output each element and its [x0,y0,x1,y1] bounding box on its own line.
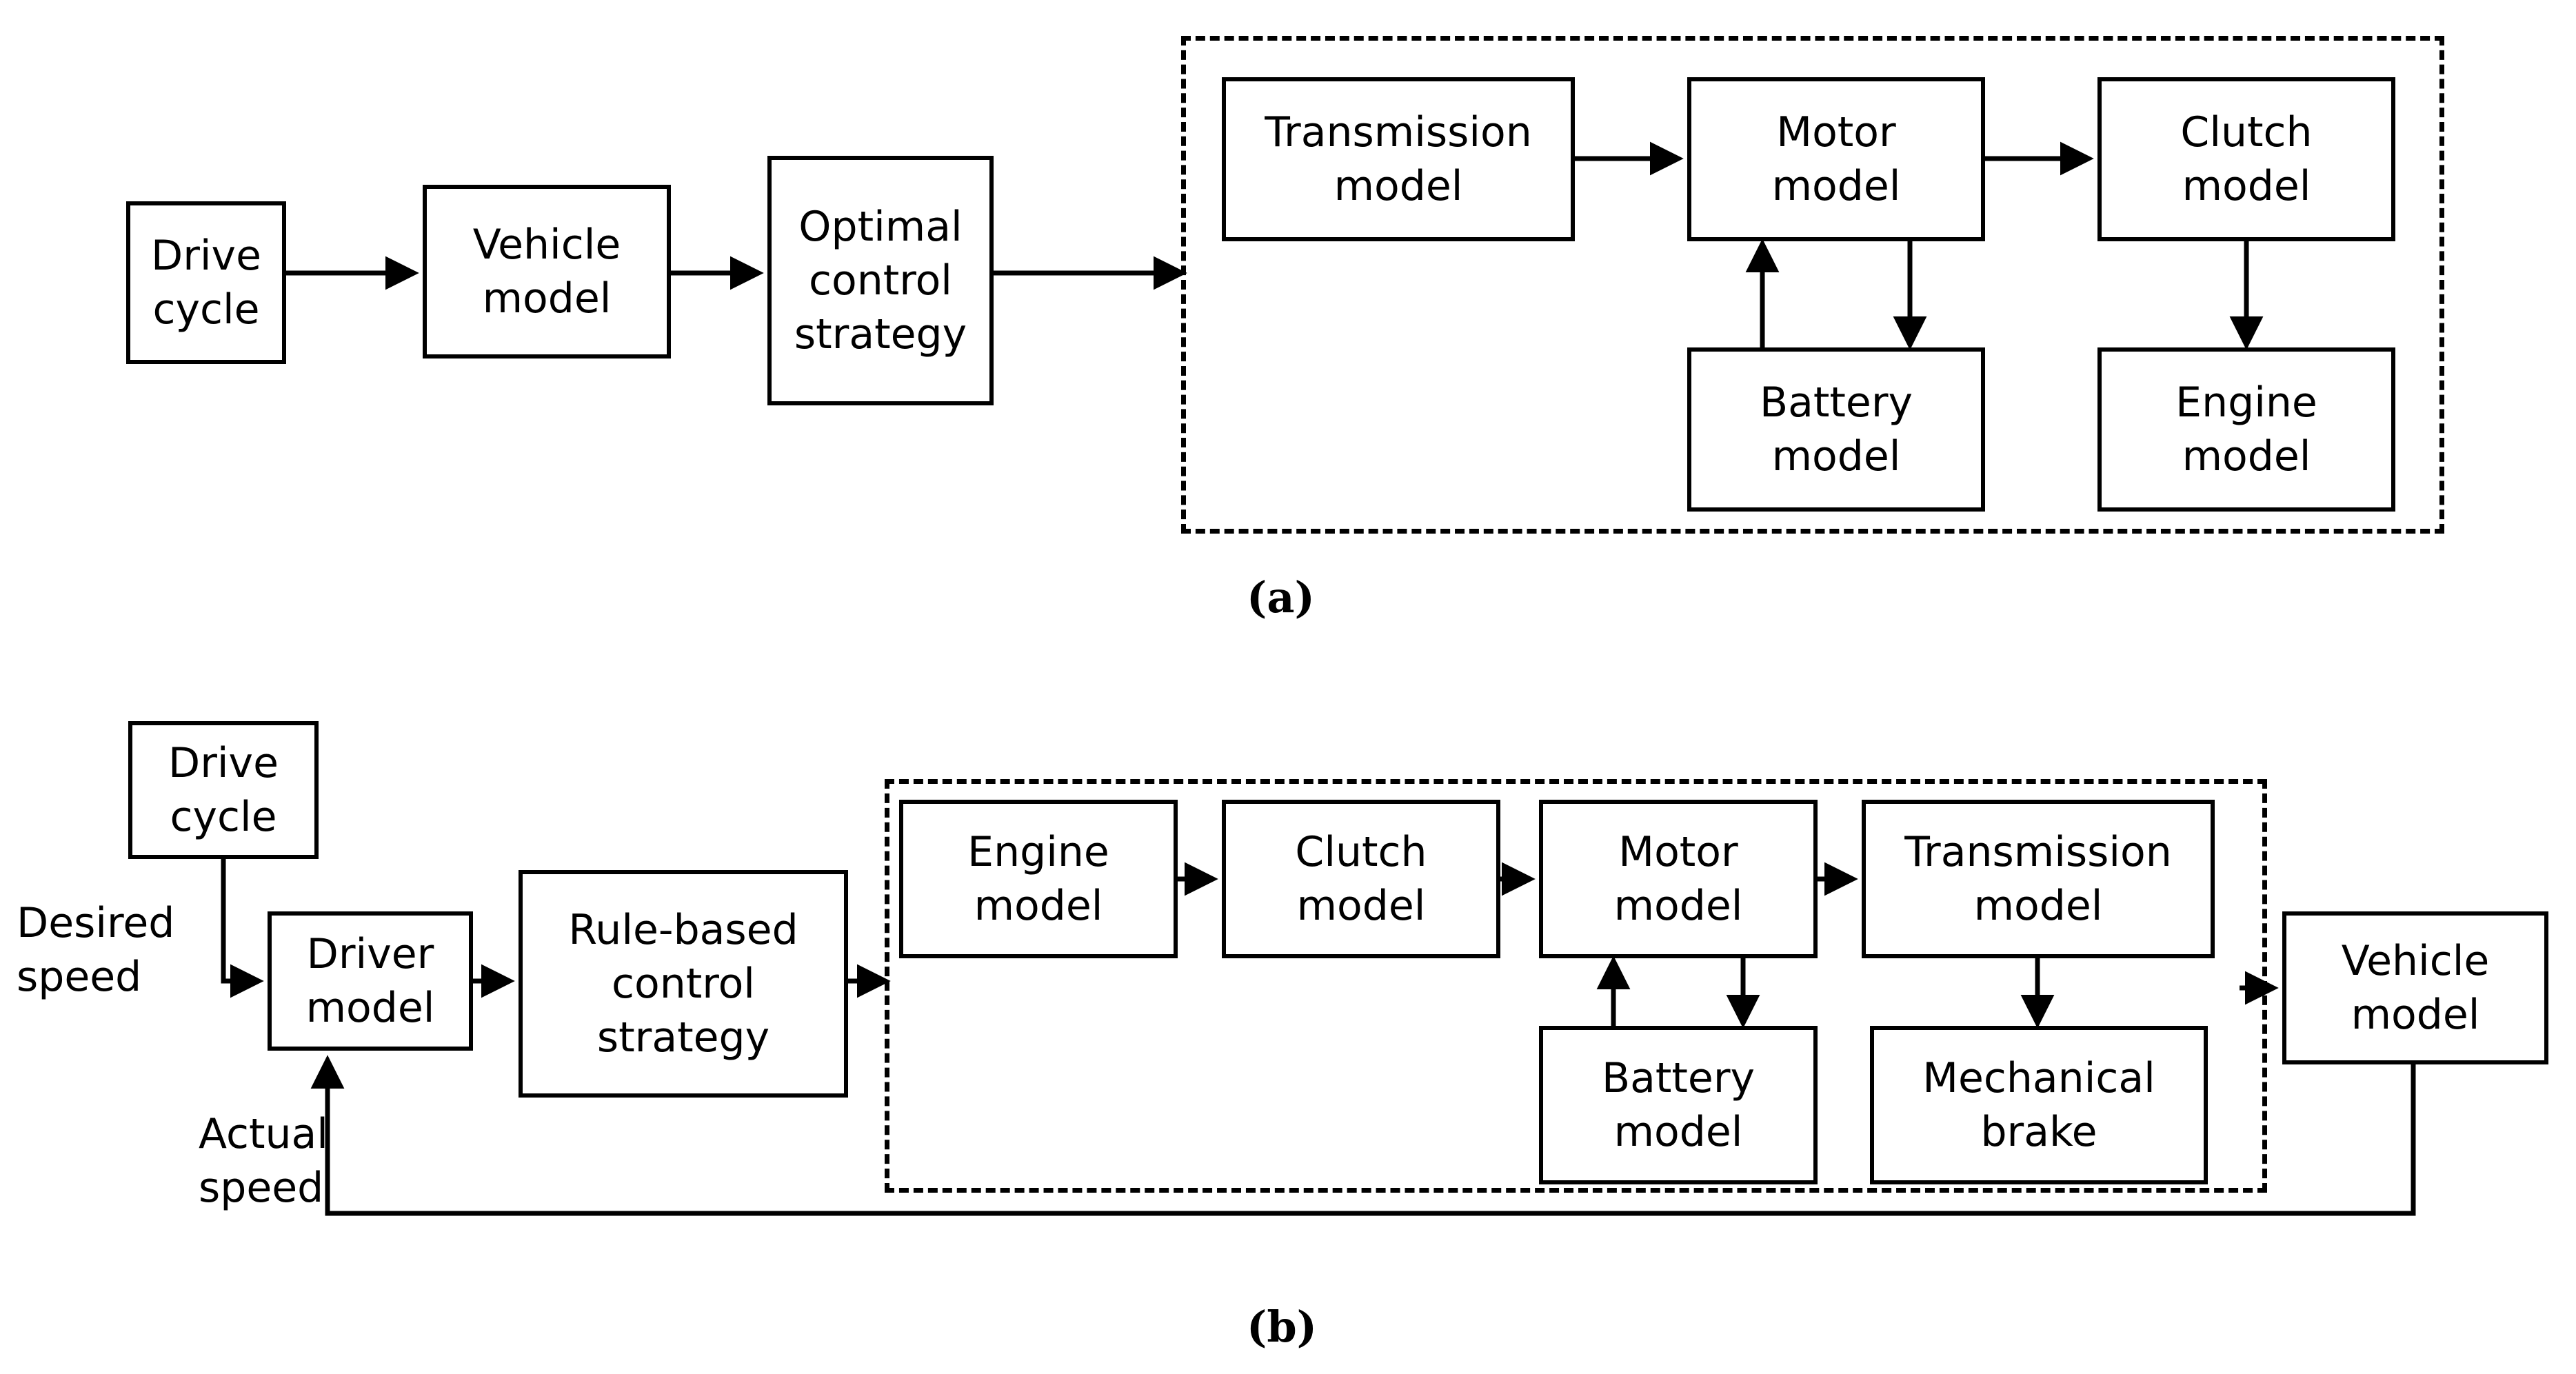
block-clutch-model-a[interactable]: Clutch model [2097,77,2395,241]
block-vehicle-model-b[interactable]: Vehicle model [2282,911,2548,1064]
block-mechanical-brake-b[interactable]: Mechanical brake [1870,1026,2208,1184]
block-optimal-control-strategy-a[interactable]: Optimal control strategy [767,156,994,405]
block-motor-model-a[interactable]: Motor model [1687,77,1985,241]
block-engine-model-a[interactable]: Engine model [2097,347,2395,512]
block-transmission-model-a[interactable]: Transmission model [1222,77,1575,241]
panel-caption-b: (b) [1247,1302,1318,1352]
block-motor-model-b[interactable]: Motor model [1539,800,1818,958]
block-drive-cycle-b[interactable]: Drive cycle [128,721,319,859]
label-actual-speed: Actual speed [199,1110,328,1212]
block-transmission-model-b[interactable]: Transmission model [1862,800,2215,958]
block-drive-cycle-a[interactable]: Drive cycle [126,201,286,364]
arrow-drive-cycle-to-driver-model-b [221,859,264,998]
label-desired-speed: Desired speed [17,899,175,1001]
block-rule-based-control-strategy-b[interactable]: Rule-based control strategy [519,870,848,1098]
block-battery-model-b[interactable]: Battery model [1539,1026,1818,1184]
block-engine-model-b[interactable]: Engine model [899,800,1178,958]
block-clutch-model-b[interactable]: Clutch model [1222,800,1500,958]
block-driver-model-b[interactable]: Driver model [268,911,473,1051]
block-vehicle-model-a[interactable]: Vehicle model [423,185,671,358]
block-battery-model-a[interactable]: Battery model [1687,347,1985,512]
panel-caption-a: (a) [1247,572,1315,623]
